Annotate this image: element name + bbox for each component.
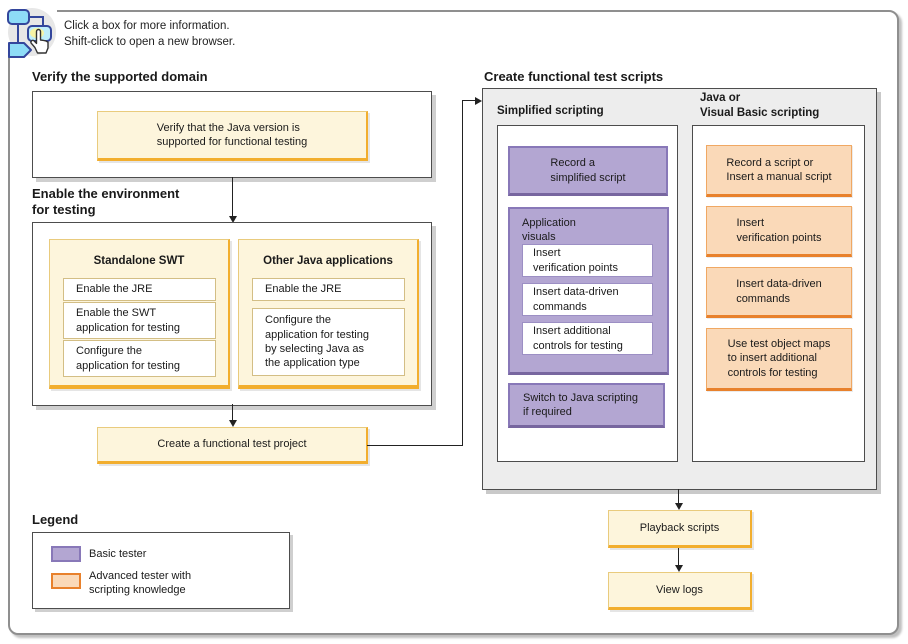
arrow-into-panel-head [475,97,482,105]
arrow-enable-to-project-line [232,404,233,421]
create-project-label: Create a functional test project [157,438,307,451]
step-label: Insert verification points [533,247,618,274]
playback-scripts-box[interactable]: Playback scripts [608,510,752,548]
switch-to-java-scripting-label: Switch to Java scripting if required [523,391,638,418]
legend-swatch-basic-tester [51,546,81,562]
flowchart-click-icon-svg [7,8,56,58]
step-enable-jre-swt[interactable]: Enable the JRE [63,278,216,301]
playback-scripts-label: Playback scripts [639,521,720,534]
flowchart-click-icon [5,4,59,58]
step-enable-jre-java[interactable]: Enable the JRE [252,278,405,301]
verify-section-heading: Verify the supported domain [32,69,208,84]
create-project-box[interactable]: Create a functional test project [97,427,368,464]
arrow-playback-to-logs-head [675,565,683,572]
standalone-swt-group: Standalone SWT Enable the JRE Enable the… [49,239,230,389]
record-simplified-script-label: Record a simplified script [550,157,626,184]
view-logs-label: View logs [656,583,703,596]
record-script-box[interactable]: Record a script or Insert a manual scrip… [706,145,852,197]
connector-project-to-panel [462,100,476,101]
arrow-verify-to-enable-head [229,216,237,223]
view-logs-box[interactable]: View logs [608,572,752,610]
verify-java-version-box[interactable]: Verify that the Java version is supporte… [97,111,368,161]
step-insert-data-driven-simplified[interactable]: Insert data-driven commands [522,283,653,316]
hint-text-line2: Shift-click to open a new browser. [64,36,236,48]
step-configure-app-swt[interactable]: Configure the application for testing [63,340,216,377]
step-insert-verification-points-simplified[interactable]: Insert verification points [522,244,653,277]
standalone-swt-title: Standalone SWT [93,255,185,267]
step-label: Configure the application for testing [76,345,180,372]
other-java-title: Other Java applications [263,255,393,267]
hint-text-line1: Click a box for more information. [64,20,230,32]
scripts-section-heading: Create functional test scripts [484,69,664,84]
insert-verification-points-box[interactable]: Insert verification points [706,206,852,257]
arrow-verify-to-enable-line [232,177,233,217]
connector-project-horizontal [367,445,463,446]
arrow-playback-to-logs-line [678,548,679,566]
legend-swatch-advanced-tester [51,573,81,589]
simplified-scripting-heading: Simplified scripting [497,105,604,117]
step-label: Insert data-driven commands [533,286,619,313]
step-label: Enable the JRE [265,283,342,296]
insert-verification-points-label: Insert verification points [736,217,822,244]
enable-section-heading: Enable the environment for testing [32,186,180,218]
use-test-object-maps-box[interactable]: Use test object maps to insert additiona… [706,328,852,391]
legend-label-basic-tester: Basic tester [89,548,147,560]
insert-data-driven-box[interactable]: Insert data-driven commands [706,267,852,318]
arrow-panel-to-playback-head [675,503,683,510]
application-visuals-title: Application visuals [522,217,576,244]
step-label: Insert additional controls for testing [533,325,623,352]
step-label: Enable the SWT application for testing [76,307,180,334]
switch-to-java-scripting-box[interactable]: Switch to Java scripting if required [508,383,665,428]
step-insert-additional-controls-simplified[interactable]: Insert additional controls for testing [522,322,653,355]
step-label: Configure the application for testing by… [265,314,369,370]
record-script-label: Record a script or Insert a manual scrip… [726,156,832,183]
application-visuals-group: Application visuals Insert verification … [508,207,669,375]
insert-data-driven-label: Insert data-driven commands [736,278,822,305]
record-simplified-script-box[interactable]: Record a simplified script [508,146,668,196]
legend-box: Basic tester Advanced tester with script… [32,532,290,609]
verify-java-version-label: Verify that the Java version is supporte… [156,121,308,148]
connector-project-vertical [462,100,463,446]
legend-label-advanced-tester: Advanced tester with scripting knowledge [89,570,192,597]
arrow-enable-to-project-head [229,420,237,427]
legend-heading: Legend [32,512,79,527]
step-configure-app-java[interactable]: Configure the application for testing by… [252,308,405,376]
use-test-object-maps-label: Use test object maps to insert additiona… [727,338,831,379]
step-label: Enable the JRE [76,283,153,296]
java-vb-scripting-heading: Java or Visual Basic scripting [700,92,820,119]
other-java-group: Other Java applications Enable the JRE C… [238,239,419,389]
arrow-panel-to-playback-line [678,489,679,504]
step-enable-swt-app[interactable]: Enable the SWT application for testing [63,302,216,339]
